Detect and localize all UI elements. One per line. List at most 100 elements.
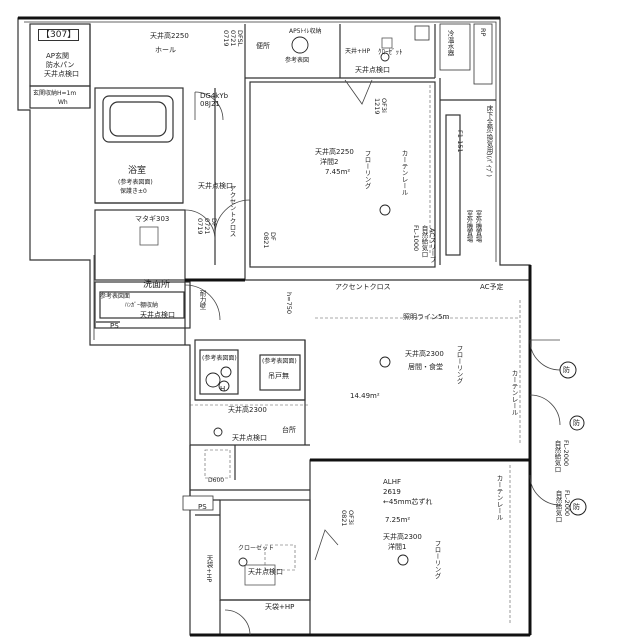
western1-ceiling: 天井高2300 — [383, 533, 422, 541]
shoe-storage-sub: Wh — [58, 99, 68, 106]
bath-label: 浴室 — [128, 166, 147, 176]
ldk-area: 14.49m² — [350, 392, 380, 400]
washroom-label: 洗面所 — [143, 280, 171, 290]
floor-heating: 床下全熱(換気用)(ﾊﾟｲﾌﾟ) — [485, 105, 493, 177]
kitchen-h: H — [220, 385, 226, 393]
closet-bottom-label: クローゼット — [238, 545, 275, 552]
western1-vent-2-sub: FL-2000 — [563, 490, 571, 517]
ldk-light-line: 照明ライン5m — [403, 313, 450, 321]
water-heater-label: 冷温水器 — [446, 30, 454, 56]
entrance-inspection: 天井点検口 — [44, 70, 79, 78]
fire-alarm-icon — [559, 361, 577, 379]
bath-inspection: 天井点検口 — [198, 182, 233, 190]
smoke-detector-icon — [380, 52, 390, 62]
western1-floor: フローリング — [433, 540, 441, 579]
ldk-floor: フローリング — [455, 345, 463, 384]
western1-door: OF3i 0821 — [340, 510, 355, 527]
bath-note-2: 保護き±0 — [120, 188, 147, 195]
washroom-ps: PS — [110, 322, 119, 330]
window-rail: F1-151 — [456, 130, 464, 153]
entrance-label: AP玄関 — [46, 52, 70, 60]
hall-label: ホール — [155, 46, 176, 54]
ceiling-light-icon — [397, 554, 409, 566]
western2-wall — [249, 81, 436, 268]
closet-top-label: ｸﾛｰｾﾞｯﾄ — [378, 48, 403, 56]
closet-top-inspection: 天井点検口 — [355, 66, 390, 74]
western1-curtain: カーテンレール — [495, 475, 503, 521]
washroom-wall — [94, 281, 191, 329]
vent-1: 自然給気口 — [420, 225, 428, 258]
fire-alarm-icon — [569, 498, 587, 516]
ldk-curtain: カーテンレール — [510, 370, 518, 416]
unit-number: 【307】 — [38, 29, 80, 41]
ldk-wall: 耐力壁 — [198, 290, 206, 310]
toilet-ref: 参考表図 — [285, 57, 310, 64]
ceiling-light-icon — [379, 204, 391, 216]
western1-alhf: ALHF — [383, 478, 401, 486]
ldk-ceiling: 天井高2300 — [405, 350, 444, 358]
kitchen-d600: D600 — [208, 477, 225, 484]
western1-label: 洋間1 — [388, 543, 407, 551]
meter-label: RP — [479, 28, 487, 37]
western2-label: 洋間2 — [320, 158, 339, 166]
bath-door-code: DG4kYb 08J21 — [200, 92, 229, 108]
ldk-h750: h=750 — [285, 292, 293, 314]
western2-ceiling: 天井高2250 — [315, 148, 354, 156]
door-swing-icon — [184, 79, 561, 636]
fire-alarm-icon — [569, 415, 585, 431]
western2-curtain: カーテンレール — [400, 150, 408, 196]
matagi-label: マタギ303 — [135, 215, 170, 223]
western1-center: ←45mm芯ずれ — [383, 498, 433, 506]
western1-vent-1-sub: FL-2000 — [562, 440, 570, 467]
kitchen-ceiling: 天井高2300 — [228, 406, 267, 414]
ceiling-light-icon — [379, 356, 391, 368]
fire-mark-3: 防 — [573, 503, 580, 511]
western2-cross: アクセントクロス — [228, 185, 236, 237]
toilet-fixture: AP5ﾄｲﾚ収納 — [289, 28, 322, 35]
outer-wall — [17, 17, 531, 636]
closet-bottom-ps: PS — [198, 503, 207, 511]
washroom-inspection: 天井点検口 — [140, 311, 175, 319]
western1-vent-2: 自然給気口 — [554, 490, 562, 523]
ldk-label: 居間・食堂 — [408, 363, 443, 371]
western1-vent-1: 自然給気口 — [553, 440, 561, 473]
outdoor-unit: 室外機置場 — [465, 210, 473, 243]
washroom-door-code: DF 0721 0719 — [196, 218, 218, 235]
ceiling-light-icon — [238, 557, 248, 567]
outdoor-unit-sub: 室外機置場 — [474, 210, 482, 243]
toilet-bowl — [291, 36, 309, 54]
closet-bottom-shelf-1: 天袋+HP — [205, 555, 213, 583]
toilet-label: 便所 — [256, 42, 270, 50]
ldk-cross: アクセントクロス — [335, 283, 391, 291]
shoe-storage-label: 玄関収納H=1m — [33, 90, 77, 97]
western1-area: 7.25m² — [385, 516, 411, 524]
western1-alhf-num: 2619 — [383, 488, 401, 496]
closet-bottom-shelf-2: 天袋+HP — [265, 603, 295, 611]
vent-1-sub: FL-1000 — [412, 225, 420, 252]
ldk-ac: AC予定 — [480, 283, 504, 291]
washroom-note-2: ﾊﾝｶﾞｰ棚収納 — [125, 302, 159, 309]
entrance-note: 防水パン — [46, 61, 75, 69]
western2-df: DF 0821 — [262, 232, 277, 249]
fire-mark-2: 防 — [573, 419, 580, 427]
kitchen-inspection: 天井点検口 — [232, 434, 267, 442]
bath-note-1: (参考表図面) — [118, 179, 153, 186]
kitchen-counter — [194, 339, 306, 401]
closet-top-shelf: 天井+HP — [345, 48, 371, 55]
washroom-note-1: 参考表図面 — [100, 293, 131, 300]
fire-mark-1: 防 — [563, 366, 570, 374]
hall-ceiling: 天井高2250 — [150, 32, 189, 40]
kitchen-label: 台所 — [282, 426, 296, 434]
kitchen-ref: (参考表図面) — [202, 355, 237, 362]
ac-sleeve: ACスリーブ — [428, 228, 436, 263]
ceiling-light-icon — [213, 427, 223, 437]
hall-door-code: DFSL 0721 0719 — [222, 30, 244, 47]
bathtub — [102, 95, 174, 143]
western2-area: 7.45m² — [325, 168, 351, 176]
closet-bottom-inspection: 天井点検口 — [248, 568, 283, 576]
western2-floor: フローリング — [363, 150, 371, 189]
kitchen-hood: 吊戸無 — [268, 372, 289, 380]
western2-door-code: OF3i 1219 — [373, 98, 388, 115]
